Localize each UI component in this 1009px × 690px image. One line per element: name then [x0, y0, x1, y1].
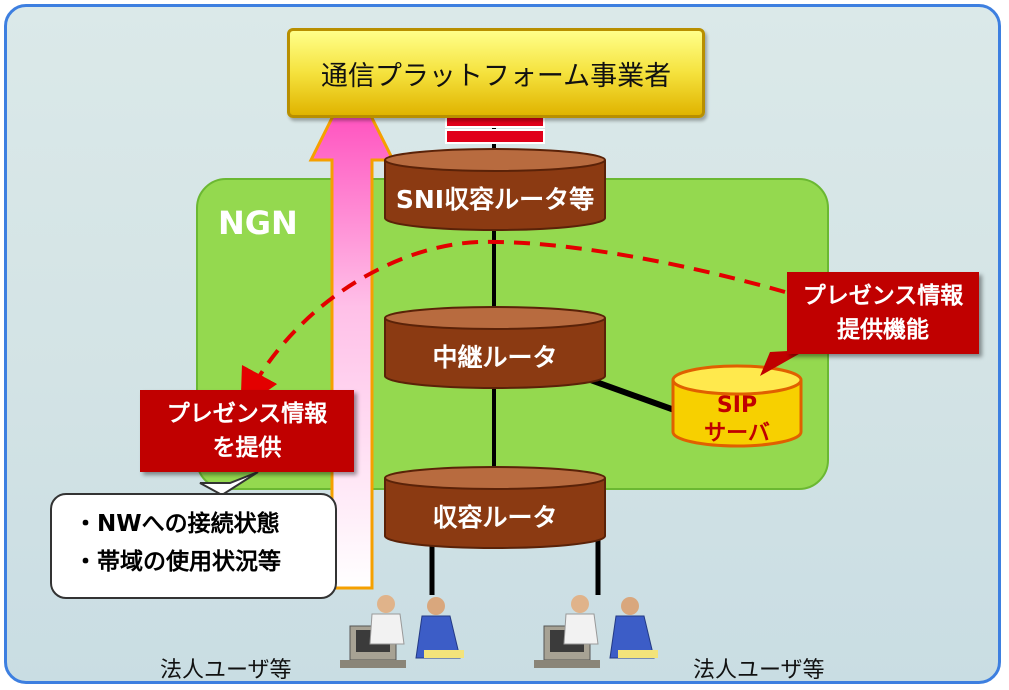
info-bubble-line1: ・NWへの接続状態 — [74, 511, 280, 537]
presence-function-line1: プレゼンス情報 — [802, 283, 964, 309]
presence-function-line2: 提供機能 — [837, 317, 929, 343]
router-relay: 中継ルータ — [383, 306, 607, 390]
presence-provide-callout: プレゼンス情報 を提供 — [140, 390, 354, 472]
user-label-left: 法人ユーザ等 — [160, 658, 292, 683]
router-access: 収容ルータ — [383, 466, 607, 550]
presence-function-pointer — [760, 350, 806, 376]
interface-bar-bottom — [445, 129, 545, 144]
router-sni: SNI収容ルータ等 — [383, 148, 607, 232]
sip-server-label-line1: SIP — [716, 393, 758, 418]
sip-link-line — [583, 375, 682, 415]
sip-server-label: SIP サーバ — [673, 392, 801, 448]
corporate-user-illustration-right — [534, 595, 658, 668]
presence-provide-line1: プレゼンス情報 — [166, 401, 328, 427]
info-bubble-line2: ・帯域の使用状況等 — [74, 549, 281, 575]
presence-function-callout: プレゼンス情報 提供機能 — [787, 272, 979, 354]
presence-provide-line2: を提供 — [212, 435, 282, 461]
upward-info-arrow — [308, 74, 396, 590]
platform-operator-label: 通信プラットフォーム事業者 — [320, 60, 672, 92]
router-sni-cylinder — [384, 148, 606, 231]
router-relay-label: 中継ルータ — [432, 343, 558, 372]
router-access-label: 収容ルータ — [432, 503, 558, 532]
router-access-cylinder — [384, 466, 606, 549]
presence-dashed-curve — [240, 239, 786, 410]
info-bubble: ・NWへの接続状態 ・帯域の使用状況等 — [50, 493, 337, 599]
router-relay-cylinder — [384, 306, 606, 389]
corporate-user-illustration-left — [340, 595, 464, 668]
bubble-pointer — [199, 471, 259, 497]
user-label-right: 法人ユーザ等 — [693, 658, 825, 683]
router-sni-label: SNI収容ルータ等 — [395, 185, 595, 214]
ngn-label: NGN — [218, 204, 298, 242]
sip-server-cylinder — [671, 364, 803, 448]
sip-server-label-line2: サーバ — [704, 421, 770, 446]
platform-operator-box: 通信プラットフォーム事業者 — [287, 28, 705, 118]
